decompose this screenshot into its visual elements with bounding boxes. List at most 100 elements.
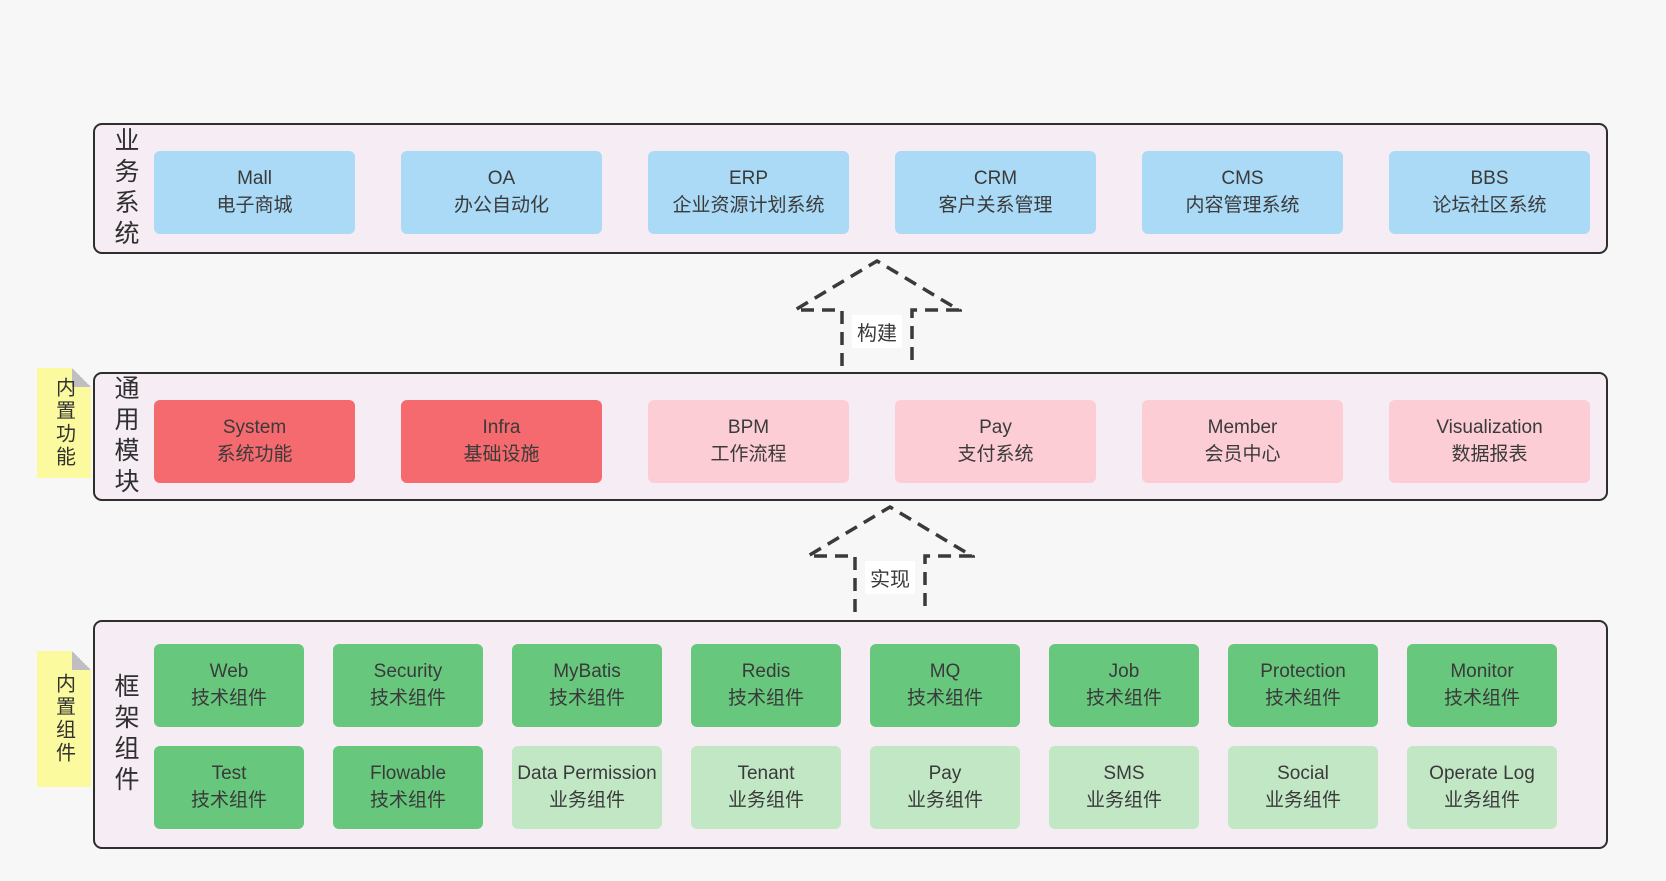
box-pay: Pay 支付系统 bbox=[895, 400, 1096, 483]
box-member: Member 会员中心 bbox=[1142, 400, 1343, 483]
sticky-note-built-in-features: 内置功能 bbox=[37, 368, 91, 478]
box-subtitle: 业务组件 bbox=[727, 789, 804, 811]
box-subtitle: 企业资源计划系统 bbox=[672, 194, 825, 216]
box-title: Data Permission bbox=[517, 763, 657, 785]
box-title: Pay bbox=[979, 417, 1012, 439]
box-subtitle: 技术组件 bbox=[1085, 687, 1162, 709]
box-operate-log: Operate Log 业务组件 bbox=[1407, 746, 1557, 829]
box-title: CRM bbox=[973, 168, 1018, 190]
box-title: Operate Log bbox=[1429, 763, 1535, 785]
box-subtitle: 业务组件 bbox=[1443, 789, 1520, 811]
common-modules-row: System 系统功能 Infra 基础设施 BPM 工作流程 Pay 支付系统… bbox=[154, 400, 1590, 483]
box-subtitle: 技术组件 bbox=[1443, 687, 1520, 709]
box-subtitle: 技术组件 bbox=[190, 789, 267, 811]
box-subtitle: 系统功能 bbox=[216, 443, 293, 465]
box-subtitle: 业务组件 bbox=[1085, 789, 1162, 811]
box-subtitle: 工作流程 bbox=[710, 443, 787, 465]
arrow-build-label: 构建 bbox=[852, 315, 902, 348]
box-title: ERP bbox=[728, 168, 769, 190]
dashed-up-arrow-icon bbox=[792, 258, 962, 366]
box-title: Tenant bbox=[737, 763, 795, 785]
box-subtitle: 会员中心 bbox=[1204, 443, 1281, 465]
box-mq: MQ 技术组件 bbox=[870, 644, 1020, 727]
box-test: Test 技术组件 bbox=[154, 746, 304, 829]
sticky-note-label: 内置组件 bbox=[52, 673, 75, 765]
box-subtitle: 基础设施 bbox=[463, 443, 540, 465]
business-systems-row: Mall 电子商城 OA 办公自动化 ERP 企业资源计划系统 CRM 客户关系… bbox=[154, 151, 1590, 234]
framework-components-row-1: Web 技术组件 Security 技术组件 MyBatis 技术组件 Redi… bbox=[154, 644, 1557, 727]
box-crm: CRM 客户关系管理 bbox=[895, 151, 1096, 234]
box-cms: CMS 内容管理系统 bbox=[1142, 151, 1343, 234]
box-subtitle: 内容管理系统 bbox=[1185, 194, 1300, 216]
dashed-up-arrow-icon bbox=[805, 504, 975, 612]
box-title: Member bbox=[1207, 417, 1278, 439]
box-subtitle: 数据报表 bbox=[1451, 443, 1528, 465]
box-bpm: BPM 工作流程 bbox=[648, 400, 849, 483]
framework-components-section: 框架组件 Web 技术组件 Security 技术组件 MyBatis 技术组件… bbox=[93, 620, 1608, 849]
box-subtitle: 论坛社区系统 bbox=[1432, 194, 1547, 216]
box-visualization: Visualization 数据报表 bbox=[1389, 400, 1590, 483]
box-title: Mall bbox=[237, 168, 272, 190]
box-social: Social 业务组件 bbox=[1228, 746, 1378, 829]
box-title: Flowable bbox=[369, 763, 447, 785]
section-label-business-systems: 业务系统 bbox=[111, 126, 139, 251]
arrow-build-icon: 构建 bbox=[792, 258, 962, 368]
box-title: MQ bbox=[929, 661, 961, 683]
box-subtitle: 电子商城 bbox=[216, 194, 293, 216]
box-job: Job 技术组件 bbox=[1049, 644, 1199, 727]
box-subtitle: 客户关系管理 bbox=[938, 194, 1053, 216]
box-title: Monitor bbox=[1450, 661, 1514, 683]
section-label-common-modules: 通用模块 bbox=[111, 374, 139, 499]
section-label-framework-components: 框架组件 bbox=[111, 672, 139, 797]
box-subtitle: 技术组件 bbox=[548, 687, 625, 709]
box-title: Test bbox=[211, 763, 247, 785]
box-infra: Infra 基础设施 bbox=[401, 400, 602, 483]
box-title: Web bbox=[209, 661, 249, 683]
business-systems-section: 业务系统 Mall 电子商城 OA 办公自动化 ERP 企业资源计划系统 CRM… bbox=[93, 123, 1608, 254]
box-title: Redis bbox=[741, 661, 791, 683]
box-mall: Mall 电子商城 bbox=[154, 151, 355, 234]
box-subtitle: 技术组件 bbox=[190, 687, 267, 709]
box-subtitle: 业务组件 bbox=[906, 789, 983, 811]
box-subtitle: 技术组件 bbox=[369, 687, 446, 709]
box-sms: SMS 业务组件 bbox=[1049, 746, 1199, 829]
folded-corner-icon bbox=[72, 651, 91, 670]
box-web: Web 技术组件 bbox=[154, 644, 304, 727]
box-subtitle: 支付系统 bbox=[957, 443, 1034, 465]
box-title: OA bbox=[487, 168, 516, 190]
box-erp: ERP 企业资源计划系统 bbox=[648, 151, 849, 234]
box-subtitle: 业务组件 bbox=[548, 789, 625, 811]
box-redis: Redis 技术组件 bbox=[691, 644, 841, 727]
box-title: MyBatis bbox=[553, 661, 621, 683]
box-tenant: Tenant 业务组件 bbox=[691, 746, 841, 829]
box-bbs: BBS 论坛社区系统 bbox=[1389, 151, 1590, 234]
common-modules-section: 通用模块 System 系统功能 Infra 基础设施 BPM 工作流程 Pay… bbox=[93, 372, 1608, 501]
box-flowable: Flowable 技术组件 bbox=[333, 746, 483, 829]
sticky-note-label: 内置功能 bbox=[52, 377, 75, 469]
folded-corner-icon bbox=[72, 368, 91, 387]
box-subtitle: 技术组件 bbox=[1264, 687, 1341, 709]
framework-components-row-2: Test 技术组件 Flowable 技术组件 Data Permission … bbox=[154, 746, 1557, 829]
box-title: Pay bbox=[928, 763, 962, 785]
box-subtitle: 技术组件 bbox=[906, 687, 983, 709]
box-title: Job bbox=[1108, 661, 1140, 683]
box-title: Infra bbox=[482, 417, 521, 439]
box-title: BPM bbox=[727, 417, 770, 439]
box-subtitle: 办公自动化 bbox=[453, 194, 549, 216]
box-title: Protection bbox=[1260, 661, 1346, 683]
box-title: SMS bbox=[1103, 763, 1145, 785]
arrow-implement-label: 实现 bbox=[865, 561, 915, 594]
arrow-implement-icon: 实现 bbox=[805, 504, 975, 614]
box-subtitle: 技术组件 bbox=[727, 687, 804, 709]
box-title: Social bbox=[1277, 763, 1329, 785]
box-title: Visualization bbox=[1436, 417, 1543, 439]
box-title: CMS bbox=[1221, 168, 1264, 190]
box-subtitle: 技术组件 bbox=[369, 789, 446, 811]
box-pay-biz: Pay 业务组件 bbox=[870, 746, 1020, 829]
box-title: BBS bbox=[1470, 168, 1509, 190]
box-subtitle: 业务组件 bbox=[1264, 789, 1341, 811]
box-system: System 系统功能 bbox=[154, 400, 355, 483]
box-title: System bbox=[222, 417, 287, 439]
sticky-note-built-in-components: 内置组件 bbox=[37, 651, 91, 787]
